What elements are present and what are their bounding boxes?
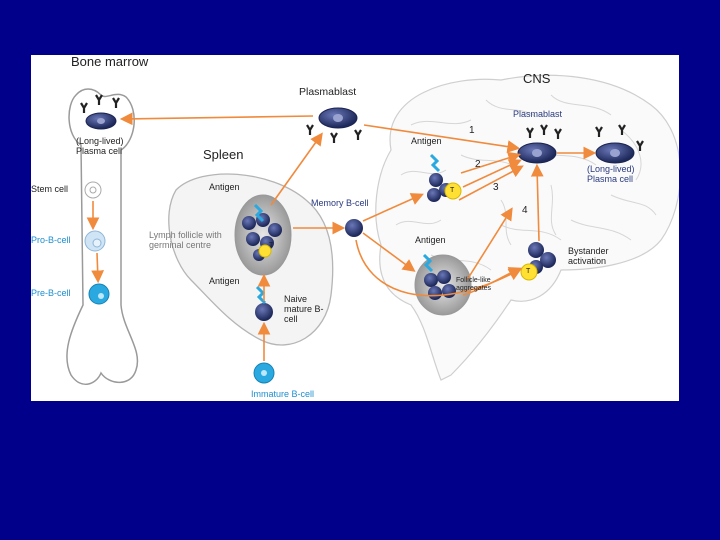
- pathway-number-2: 2: [475, 159, 481, 170]
- pre-b-cell-label: Pre-B-cell: [31, 288, 71, 298]
- immature-b-cell-label: Immature B-cell: [251, 389, 315, 399]
- spleen-label: Spleen: [203, 147, 244, 162]
- plasmablast-top-label: Plasmablast: [299, 86, 357, 98]
- bm-plasma-cell-label: (Long-lived) Plasma cell: [76, 136, 124, 156]
- follicle-aggregates: [414, 253, 472, 316]
- follicle-aggregates-label: Follicle-like aggregates: [456, 277, 492, 292]
- cns-plasma-cell-label: (Long-lived) Plasma cell: [587, 164, 635, 184]
- plasmablast-top: [306, 107, 362, 143]
- follicle-antigen-label: Antigen: [415, 235, 446, 245]
- brain-outline: [375, 74, 679, 381]
- pathway-number-4: 4: [522, 205, 528, 216]
- stem-cell-label: Stem cell: [31, 184, 69, 194]
- arrows: [86, 112, 597, 361]
- spleen-antigen-label: Antigen: [209, 182, 240, 192]
- diagram-svg: [66, 74, 679, 385]
- cns-plasmablast: [517, 124, 562, 164]
- bystander-activation-label: Bystander activation: [568, 246, 609, 266]
- cns-plasmablast-label: Plasmablast: [513, 109, 563, 119]
- memory-b-cell-label: Memory B-cell: [311, 198, 369, 208]
- spleen: [168, 173, 334, 346]
- naive-b-cell-label: Naive mature B-cell: [284, 294, 324, 324]
- pro-b-cell-label: Pro-B-cell: [31, 235, 71, 245]
- lymph-follicle-label: Lymph follicle with germinal centre: [149, 230, 222, 250]
- pathway-number-1: 1: [469, 125, 475, 136]
- t-cell-cns-label: T: [450, 187, 455, 194]
- pathway-number-3: 3: [493, 182, 499, 193]
- memory-b-cell: [345, 219, 363, 237]
- naive-b-cell-glyph: [255, 285, 273, 321]
- diagram-panel: Bone marrow (Long-lived) Plasma cell Ste…: [31, 55, 679, 401]
- germinal-centre-cells: [242, 203, 282, 261]
- bystander-cluster: [520, 242, 556, 281]
- t-cell-bystander-label: T: [526, 268, 531, 275]
- bone-marrow-label: Bone marrow: [71, 55, 149, 69]
- naive-antigen-label: Antigen: [209, 276, 240, 286]
- stem-cell: [84, 181, 102, 199]
- cns-antigen-cluster: [427, 153, 462, 202]
- cns-label: CNS: [523, 71, 551, 86]
- t-cell-spleen-label: T: [269, 242, 274, 249]
- cns-antigen-label: Antigen: [411, 136, 442, 146]
- bm-plasma-cell: [80, 94, 120, 130]
